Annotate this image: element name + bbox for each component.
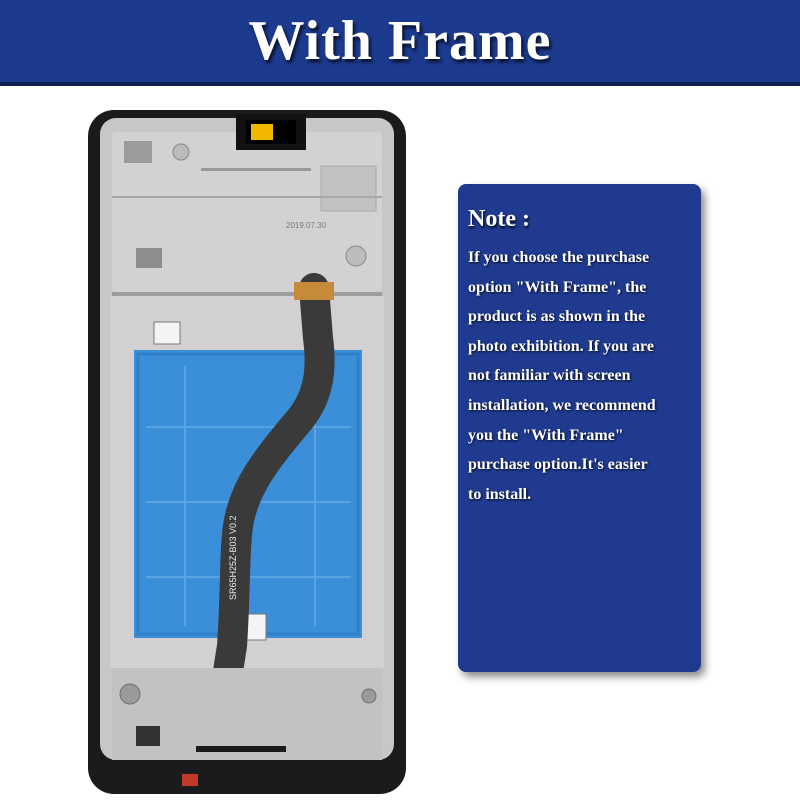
note-line: purchase option.It's easier	[468, 456, 648, 474]
note-line: product is as shown in the	[468, 308, 646, 326]
frame-date-text: 2019.07.30	[286, 221, 327, 230]
lcd-frame-illustration: 2019.07.30 SR65H25Z-B03 V0.2	[88, 110, 406, 794]
note-body: If you choose the purchase option "With …	[468, 243, 691, 509]
note-line: If you choose the purchase	[468, 249, 650, 266]
header-banner: With Frame	[0, 0, 800, 86]
note-line: to install.	[468, 485, 532, 503]
note-line: option "With Frame", the	[468, 278, 647, 296]
note-card: Note : If you choose the purchase option…	[458, 184, 701, 672]
note-line: you the "With Frame"	[468, 426, 624, 444]
cable-label-text: SR65H25Z-B03 V0.2	[228, 515, 238, 600]
note-line: installation, we recommend	[468, 396, 656, 414]
banner-title: With Frame	[248, 10, 552, 72]
product-photo: 2019.07.30 SR65H25Z-B03 V0.2	[86, 106, 408, 796]
note-line: not familiar with screen	[468, 367, 631, 385]
note-line: photo exhibition. If you are	[468, 337, 654, 355]
flex-cable	[211, 273, 335, 699]
note-title: Note :	[468, 206, 530, 232]
